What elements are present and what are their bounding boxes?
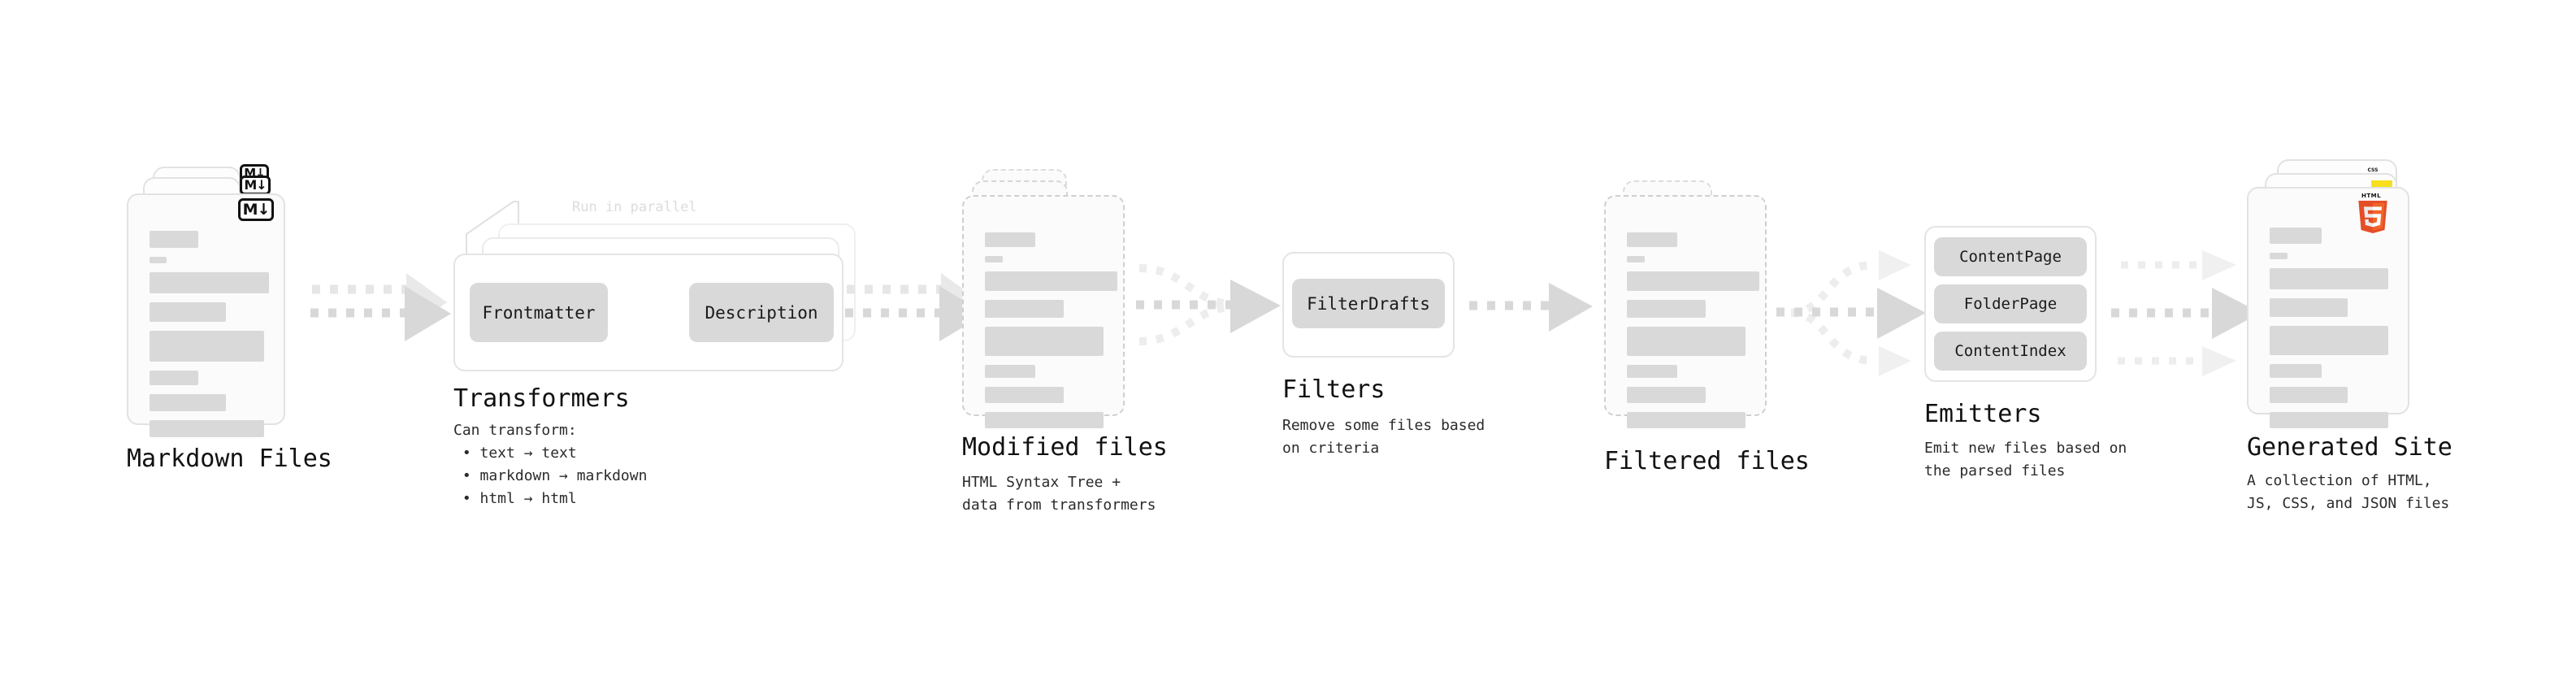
doc-bar bbox=[2270, 326, 2388, 355]
doc-bar bbox=[1627, 232, 1677, 247]
doc-bar bbox=[1627, 256, 1645, 262]
run-in-parallel-label: Run in parallel bbox=[572, 199, 697, 215]
doc-bar bbox=[985, 365, 1035, 378]
doc-bar bbox=[150, 371, 198, 385]
site-body-bars bbox=[2270, 228, 2390, 437]
arrow-markdown-to-transformers bbox=[310, 273, 451, 341]
doc-bar bbox=[150, 272, 269, 293]
emitters-pill-contentindex[interactable]: ContentIndex bbox=[1934, 332, 2087, 371]
stage-title-emitters: Emitters bbox=[1924, 400, 2042, 428]
doc-bar bbox=[2270, 412, 2388, 428]
doc-bar bbox=[150, 394, 226, 411]
transformer-pill-description[interactable]: Description bbox=[689, 283, 834, 342]
doc-bar bbox=[2270, 228, 2322, 244]
transformer-pill-frontmatter[interactable]: Frontmatter bbox=[470, 283, 608, 342]
stage-title-filtered-files: Filtered files bbox=[1604, 447, 1810, 475]
doc-bar bbox=[1627, 271, 1759, 291]
filters-pill-filterdrafts[interactable]: FilterDrafts bbox=[1292, 279, 1445, 328]
stage-title-transformers: Transformers bbox=[453, 384, 630, 413]
doc-bar bbox=[2270, 253, 2288, 259]
stage-title-filters: Filters bbox=[1282, 375, 1386, 404]
html5-badge: HTML bbox=[2355, 193, 2387, 233]
doc-bar bbox=[985, 412, 1104, 428]
arrow-filters-to-filtered bbox=[1469, 283, 1593, 332]
doc-bar bbox=[985, 327, 1104, 356]
arrow-modified-to-filters bbox=[1136, 264, 1281, 345]
stage-caption-modified-files: HTML Syntax Tree + data from transformer… bbox=[962, 474, 1156, 514]
stage-caption-emitters: Emit new files based on the parsed files bbox=[1924, 440, 2127, 479]
emitters-pill-folderpage[interactable]: FolderPage bbox=[1934, 284, 2087, 323]
doc-bar bbox=[1627, 387, 1706, 403]
markdown-body-bars bbox=[150, 231, 269, 446]
doc-bar bbox=[1627, 300, 1706, 318]
stage-caption-filters: Remove some files based on criteria bbox=[1282, 417, 1485, 457]
doc-bar bbox=[1627, 327, 1746, 356]
doc-bar bbox=[2270, 298, 2348, 317]
doc-bar bbox=[1627, 365, 1677, 378]
doc-bar bbox=[150, 302, 226, 322]
doc-bar bbox=[150, 420, 264, 437]
stage-title-generated-site: Generated Site bbox=[2247, 433, 2452, 462]
doc-bar bbox=[2270, 268, 2388, 289]
doc-bar bbox=[2270, 387, 2348, 403]
run-in-parallel-bracket bbox=[466, 201, 519, 257]
stage-caption-transformers: Can transform: • text → text • markdown … bbox=[453, 422, 648, 507]
stage-caption-generated-site: A collection of HTML, JS, CSS, and JSON … bbox=[2247, 472, 2450, 512]
filtered-body-bars bbox=[1627, 232, 1759, 437]
doc-bar bbox=[985, 232, 1035, 247]
html5-badge-label: HTML bbox=[2361, 193, 2382, 199]
modified-sheet-front bbox=[962, 195, 1125, 428]
emitters-pill-contentpage[interactable]: ContentPage bbox=[1934, 237, 2087, 276]
arrow-filtered-to-emitters bbox=[1776, 250, 1926, 376]
doc-bar bbox=[150, 257, 167, 263]
markdown-sheet-front bbox=[127, 193, 285, 437]
doc-bar bbox=[985, 387, 1064, 403]
markdown-badge-front: M↓ bbox=[238, 198, 274, 221]
doc-bar bbox=[150, 231, 198, 248]
doc-bar bbox=[985, 300, 1064, 318]
stage-title-modified-files: Modified files bbox=[962, 433, 1168, 462]
modified-body-bars bbox=[985, 232, 1117, 437]
css3-badge-label: CSS bbox=[2367, 167, 2379, 173]
doc-bar bbox=[985, 271, 1117, 291]
stage-title-markdown-files: Markdown Files bbox=[127, 445, 332, 473]
doc-bar bbox=[1627, 412, 1746, 428]
doc-bar bbox=[985, 256, 1003, 262]
markdown-badge-mid: M↓ bbox=[240, 176, 271, 195]
filtered-sheet-front bbox=[1604, 195, 1767, 428]
site-sheet-html bbox=[2247, 187, 2409, 428]
arrow-emitters-to-site bbox=[2111, 250, 2261, 376]
doc-bar bbox=[150, 331, 264, 362]
doc-bar bbox=[2270, 364, 2322, 378]
